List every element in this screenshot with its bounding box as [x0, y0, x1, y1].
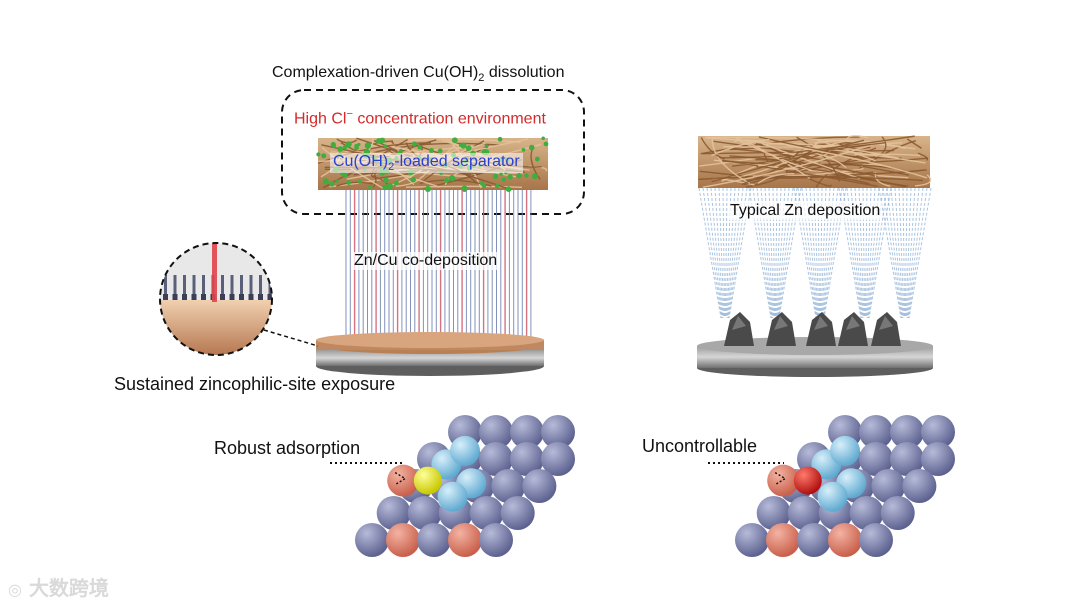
zn-atom — [890, 442, 924, 476]
zn-atom — [797, 523, 831, 557]
zn-atom — [541, 442, 575, 476]
zn-atom — [880, 496, 915, 530]
zn-atom — [766, 523, 800, 557]
zn-atom — [902, 469, 937, 503]
zn-atom — [417, 523, 451, 557]
typical-deposition-label: Typical Zn deposition — [728, 202, 883, 220]
adsorbed-zn-atom — [450, 435, 480, 466]
zn-atom — [787, 496, 822, 530]
zn-atom — [376, 496, 411, 530]
dissolution-title: Complexation-driven Cu(OH)2 dissolution — [272, 64, 565, 85]
zn-atom — [355, 523, 389, 557]
zn-atom — [921, 415, 955, 449]
adsorbed-zn-atom — [817, 481, 848, 512]
zn-atom — [859, 523, 893, 557]
adsorbate-atom — [793, 466, 822, 495]
zn-atom — [479, 523, 513, 557]
left-electrode — [316, 332, 544, 376]
zn-atom — [849, 496, 884, 530]
adsorbed-zn-atom — [830, 435, 860, 466]
zn-atom — [890, 415, 924, 449]
codeposition-label: Zn/Cu co-deposition — [352, 252, 500, 270]
right-separator — [698, 135, 932, 188]
zoom-inset — [159, 242, 319, 356]
zn-atom — [500, 496, 535, 530]
right-electrode — [697, 312, 933, 377]
zn-atom — [541, 415, 575, 449]
codeposition-lines — [345, 190, 532, 340]
zn-atom — [735, 523, 769, 557]
right-atom-cluster — [735, 415, 955, 557]
zn-atom — [479, 415, 513, 449]
adsorbed-zn-atom — [437, 481, 468, 512]
zn-atom — [491, 469, 526, 503]
zn-atom — [448, 523, 482, 557]
zn-atom — [469, 496, 504, 530]
zn-atom — [510, 442, 544, 476]
robust-adsorption-label: Robust adsorption — [214, 438, 361, 458]
left-atom-cluster — [355, 415, 575, 557]
zn-atom — [859, 442, 893, 476]
zn-atom — [407, 496, 442, 530]
watermark-logo: ◎ 大数跨境 — [8, 576, 109, 600]
zn-atom — [510, 415, 544, 449]
zn-atom — [921, 442, 955, 476]
zn-atom — [756, 496, 791, 530]
high-cl-label: High Cl− concentration environment — [294, 108, 546, 128]
zn-atom — [386, 523, 420, 557]
zn-atom — [871, 469, 906, 503]
zn-atom — [522, 469, 557, 503]
separator-label: Cu(OH)2-loaded separator — [330, 153, 523, 174]
adsorbate-atom — [413, 466, 442, 495]
zn-atom — [828, 523, 862, 557]
uncontrollable-label: Uncontrollable — [642, 436, 758, 456]
zn-atom — [479, 442, 513, 476]
exposure-label: Sustained zincophilic-site exposure — [114, 374, 396, 394]
zn-atom — [859, 415, 893, 449]
